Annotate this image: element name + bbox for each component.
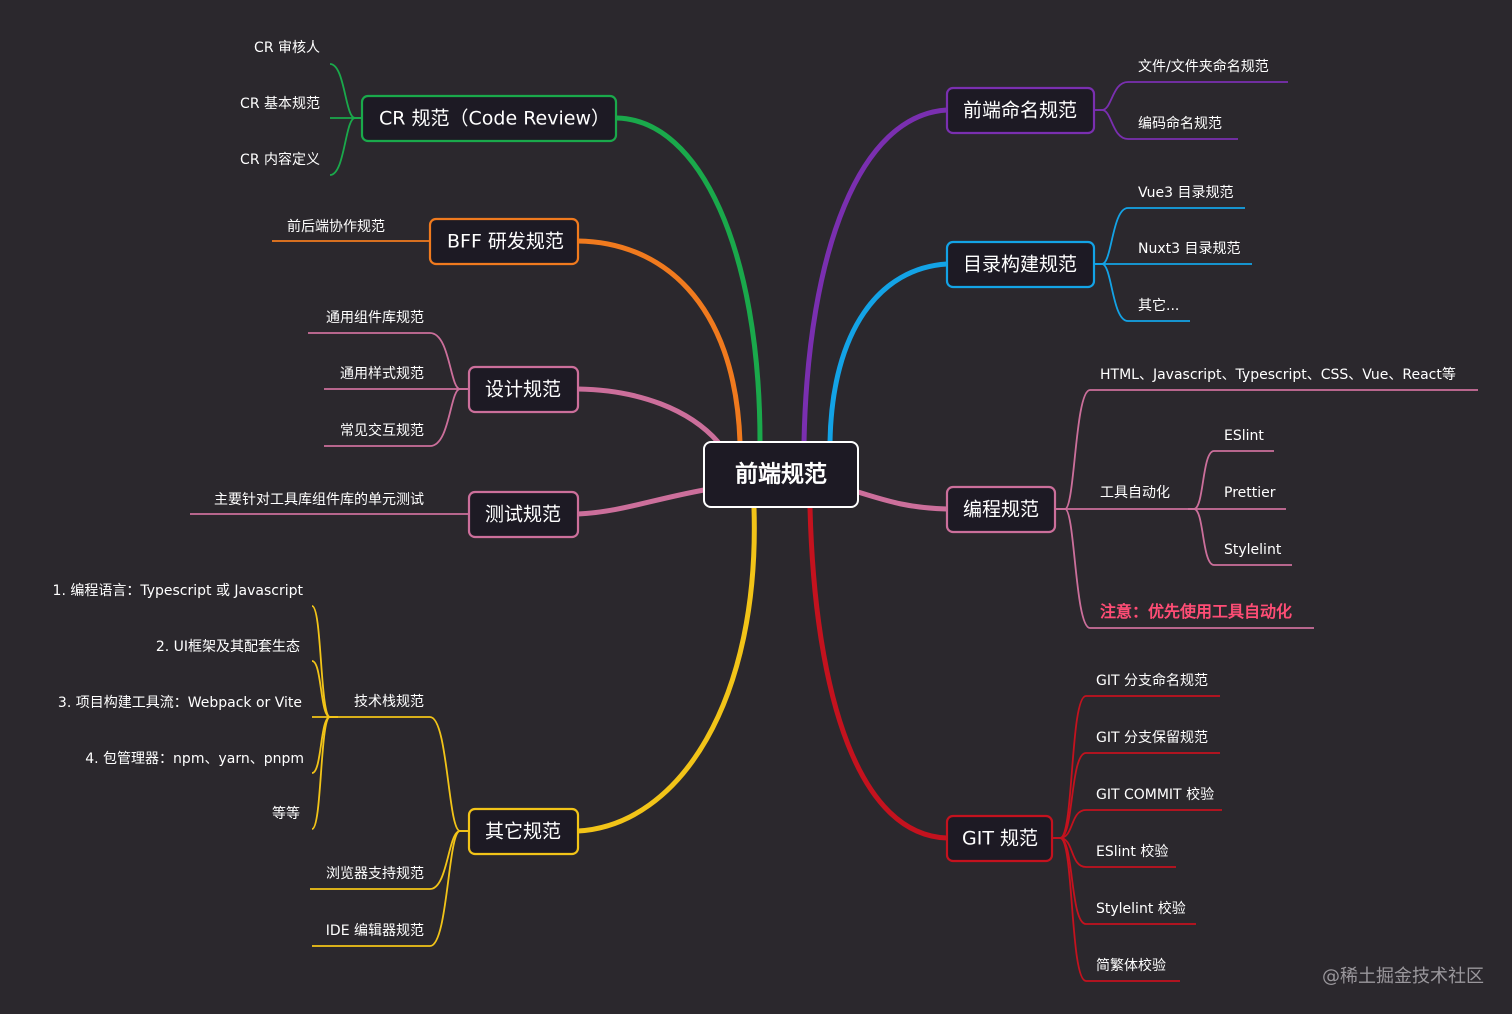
cr-sublines (329, 63, 362, 176)
git-item: 简繁体校验 (1096, 957, 1166, 974)
naming-item: 文件/文件夹命名规范 (1138, 58, 1269, 75)
git-item: ESlint 校验 (1096, 843, 1168, 860)
coding-note: 注意：优先使用工具自动化 (1100, 602, 1292, 621)
cr-item: CR 基本规范 (240, 95, 320, 112)
branch-naming[interactable]: 前端命名规范 (945, 86, 1096, 135)
branch-coding[interactable]: 编程规范 (945, 485, 1057, 534)
branch-cr-label: CR 规范（Code Review） (379, 108, 610, 130)
naming-sublines (1094, 81, 1288, 140)
naming-item: 编码命名规范 (1138, 115, 1222, 132)
connector-git (807, 505, 950, 841)
dir-item: Nuxt3 目录规范 (1138, 240, 1240, 257)
tech-item: 1. 编程语言：Typescript 或 Javascript (53, 583, 304, 599)
design-sublines (308, 332, 469, 447)
center-label: 前端规范 (735, 461, 827, 488)
branch-design[interactable]: 设计规范 (467, 365, 580, 414)
center-node[interactable]: 前端规范 (703, 441, 859, 508)
test-item: 主要针对工具库组件库的单元测试 (214, 492, 424, 508)
branch-test[interactable]: 测试规范 (467, 490, 580, 539)
coding-sublines (1055, 389, 1478, 629)
branch-git-label: GIT 规范 (962, 828, 1038, 850)
branch-naming-label: 前端命名规范 (963, 100, 1077, 122)
connector-cr (614, 115, 763, 445)
cr-item: CR 内容定义 (240, 151, 320, 168)
branch-bff[interactable]: BFF 研发规范 (428, 217, 580, 266)
connector-other (575, 505, 757, 834)
coding-tool-item: ESlint (1224, 428, 1264, 444)
branch-other[interactable]: 其它规范 (467, 807, 580, 856)
watermark: @稀土掘金技术社区 (1322, 966, 1484, 987)
coding-tools-label: 工具自动化 (1100, 485, 1170, 501)
branch-dir[interactable]: 目录构建规范 (945, 240, 1096, 289)
branch-bff-label: BFF 研发规范 (447, 231, 564, 253)
coding-tool-item: Prettier (1224, 485, 1276, 501)
dir-item: 其它... (1138, 297, 1179, 314)
branch-coding-label: 编程规范 (963, 499, 1039, 521)
git-item: Stylelint 校验 (1096, 900, 1186, 917)
tech-item: 4. 包管理器：npm、yarn、pnpm (85, 751, 304, 767)
connector-test (575, 487, 707, 517)
design-item: 通用样式规范 (340, 365, 424, 382)
connector-naming (801, 107, 950, 445)
git-item: GIT COMMIT 校验 (1096, 786, 1214, 803)
dir-item: Vue3 目录规范 (1138, 184, 1233, 201)
git-sublines (1052, 695, 1222, 982)
coding-tool-item: Stylelint (1224, 542, 1282, 558)
bff-item: 前后端协作规范 (287, 218, 385, 235)
connector-bff (575, 238, 743, 445)
connector-dir (827, 261, 950, 445)
tech-item: 等等 (272, 805, 300, 822)
git-item: GIT 分支保留规范 (1096, 729, 1208, 746)
main-connectors (575, 107, 950, 841)
branch-cr[interactable]: CR 规范（Code Review） (360, 94, 618, 143)
branch-git[interactable]: GIT 规范 (945, 814, 1054, 863)
tech-item: 3. 项目构建工具流：Webpack or Vite (58, 695, 302, 711)
branch-test-label: 测试规范 (485, 504, 561, 526)
design-item: 常见交互规范 (340, 422, 424, 439)
tech-item: 2. UI框架及其配套生态 (156, 639, 300, 655)
tech-stack-label: 技术栈规范 (354, 693, 424, 710)
connector-coding (855, 489, 950, 512)
connector-design (575, 386, 721, 445)
dir-sublines (1094, 207, 1252, 322)
coding-langs: HTML、Javascript、Typescript、CSS、Vue、React… (1100, 366, 1456, 383)
design-item: 通用组件库规范 (326, 309, 424, 326)
cr-item: CR 审核人 (254, 40, 320, 56)
branch-other-label: 其它规范 (485, 821, 561, 843)
branch-design-label: 设计规范 (485, 379, 561, 401)
other-item: 浏览器支持规范 (326, 865, 424, 882)
branch-dir-label: 目录构建规范 (963, 254, 1077, 276)
other-sublines (310, 605, 469, 947)
other-item: IDE 编辑器规范 (326, 922, 424, 939)
git-item: GIT 分支命名规范 (1096, 672, 1208, 689)
